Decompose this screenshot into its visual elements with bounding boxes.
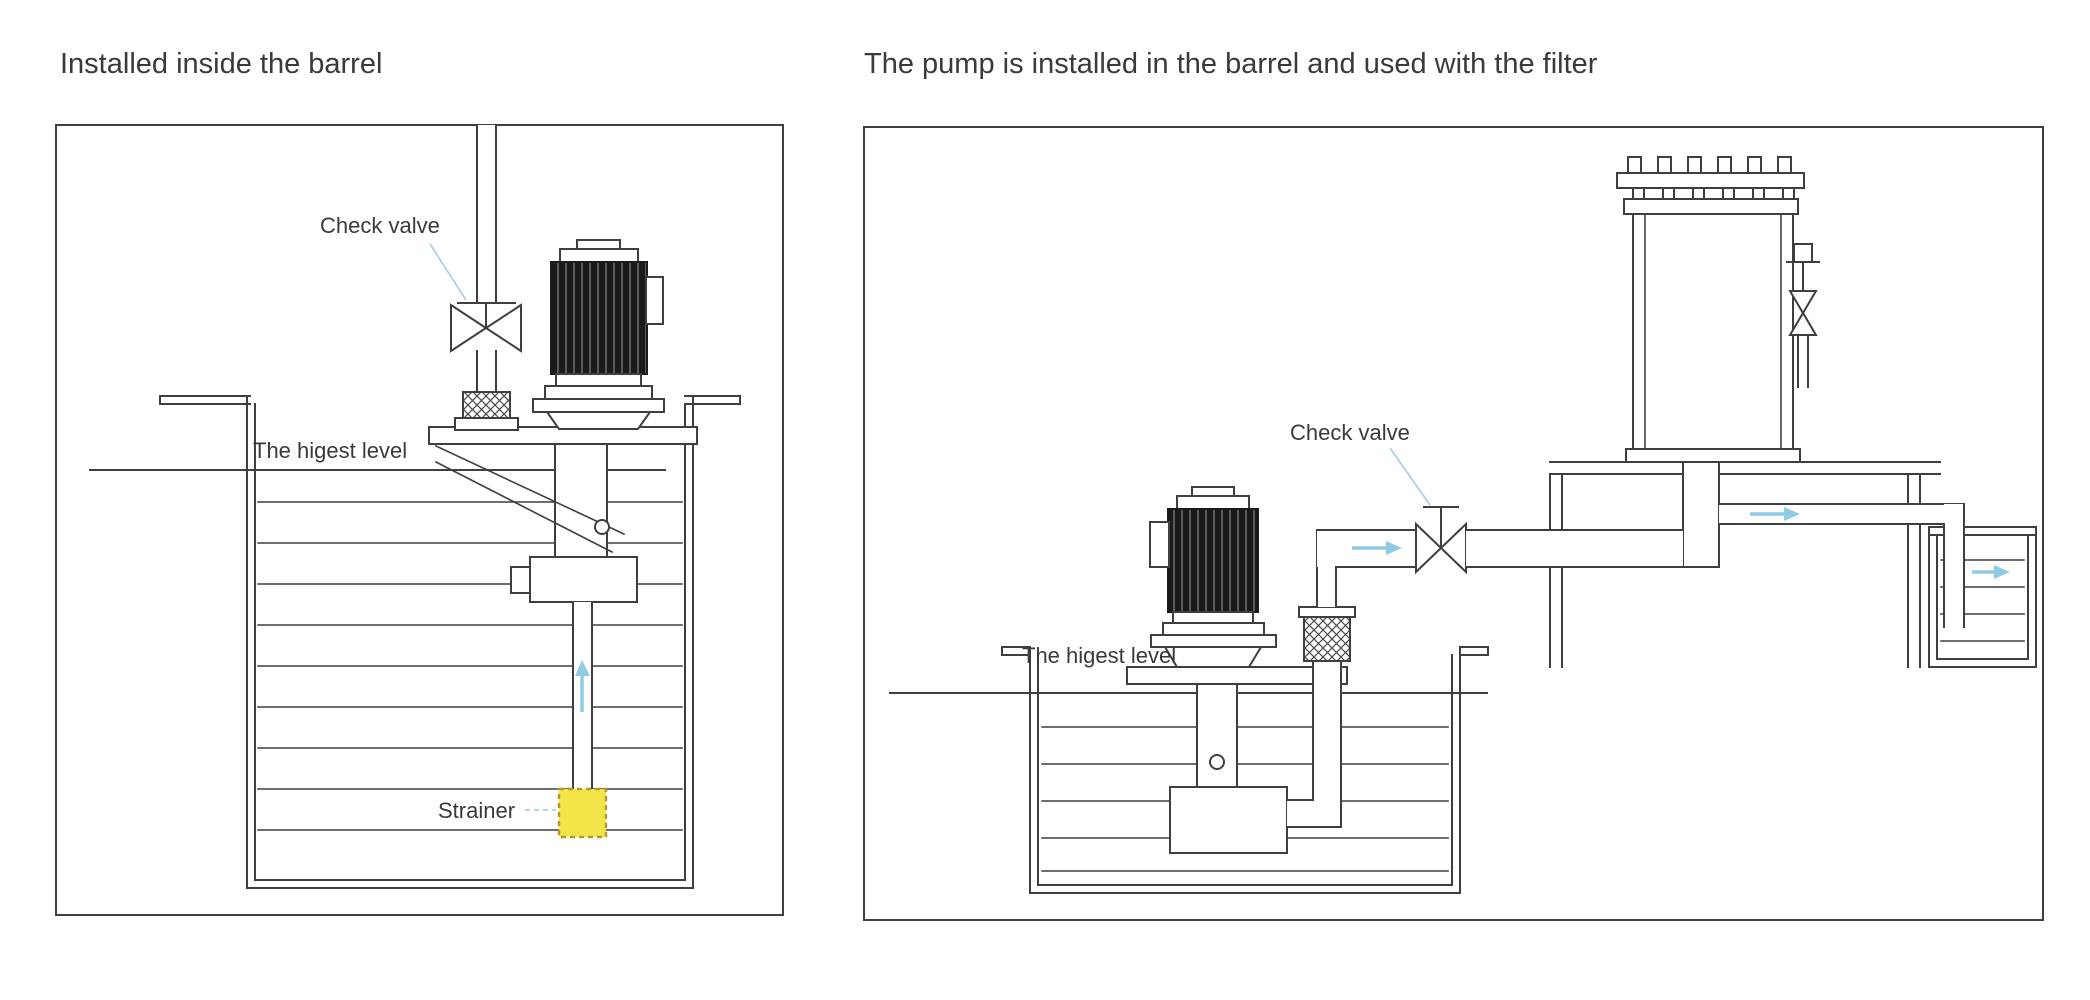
left-liquid-lines: [257, 501, 683, 831]
right-pump-casing: [1169, 786, 1288, 854]
left-pump-bolt: [594, 519, 610, 535]
flow-arrow-return-tank: [1972, 565, 2010, 579]
flow-arrow-right-outlet: [1750, 507, 1800, 521]
pump-to-filter-pipe: [1316, 506, 1684, 575]
left-pipe-coupling: [462, 391, 511, 419]
right-pump: [1126, 486, 1356, 854]
motor-cap: [559, 248, 639, 263]
check-valve-label: Check valve: [1290, 420, 1410, 445]
right-panel-title: The pump is installed in the barrel and …: [864, 48, 1598, 80]
left-pump-brace: [434, 444, 626, 536]
left-pipe-flange: [454, 417, 519, 431]
check-valve-leader: [1389, 447, 1431, 506]
left-pump-fitting: [510, 566, 531, 594]
filter-side-valve: [1786, 243, 1820, 388]
filter-flange-bolts: [1632, 187, 1795, 200]
motor-body: [550, 261, 648, 375]
motor-flange: [544, 385, 653, 400]
left-tank: [159, 395, 741, 889]
motor-base-flange: [532, 398, 665, 413]
filter-bottom-tube: [1682, 461, 1720, 568]
right-motor: [1149, 486, 1277, 668]
filter-stand: [1549, 461, 1941, 668]
left-panel: Installed inside the barrel: [55, 48, 784, 916]
left-discharge-pipe: [476, 124, 497, 393]
filter-top-flange: [1616, 172, 1805, 189]
left-motor: [532, 239, 665, 430]
right-tank: [1001, 646, 1489, 894]
motor-junction-box: [1149, 521, 1170, 568]
left-check-valve: [450, 302, 522, 353]
filter-outlet-pipe: [1718, 503, 1965, 628]
motor-cap: [1176, 495, 1250, 510]
left-labels: Check valve The higest level Strainer: [253, 213, 556, 823]
left-panel-border: [55, 124, 784, 916]
motor-pedestal: [545, 411, 652, 430]
flow-arrow-right-discharge: [1352, 541, 1402, 555]
left-pump-casing: [529, 556, 638, 603]
right-pump-bolt: [1209, 754, 1225, 770]
strainer: [557, 787, 608, 839]
motor-pedestal: [1163, 646, 1263, 668]
right-pump-column: [1196, 683, 1238, 788]
highest-level-label: The higest level: [1022, 643, 1176, 668]
motor-bottom-band: [1172, 611, 1254, 624]
left-panel-title: Installed inside the barrel: [60, 48, 382, 80]
right-labels: Check valve The higest level: [1022, 420, 1431, 668]
motor-cap-knob: [1191, 486, 1235, 497]
strainer-label: Strainer: [438, 798, 515, 823]
coupling-flange: [1298, 606, 1356, 618]
right-pipe-coupling: [1303, 616, 1351, 662]
filter-vessel: [1616, 156, 1820, 568]
filter-bottom-flange: [1625, 448, 1801, 463]
motor-bottom-band: [555, 373, 642, 387]
motor-junction-box: [645, 276, 664, 325]
right-check-valve: [1415, 506, 1467, 575]
left-pump-brace: [434, 460, 614, 554]
motor-cap-knob: [576, 239, 621, 250]
check-valve-label: Check valve: [320, 213, 440, 238]
filter-body: [1632, 213, 1794, 450]
right-panel: The pump is installed in the barrel and …: [863, 48, 2044, 921]
highest-level-label: The higest level: [253, 438, 407, 463]
filter-lid-flange: [1623, 198, 1799, 215]
left-pump: [428, 124, 698, 839]
motor-flange: [1162, 622, 1265, 636]
check-valve-leader: [429, 243, 467, 301]
left-pump-column: [554, 443, 608, 558]
flow-arrow-up-suction: [575, 660, 590, 712]
motor-body: [1167, 508, 1259, 613]
right-discharge-riser: [1286, 529, 1356, 828]
